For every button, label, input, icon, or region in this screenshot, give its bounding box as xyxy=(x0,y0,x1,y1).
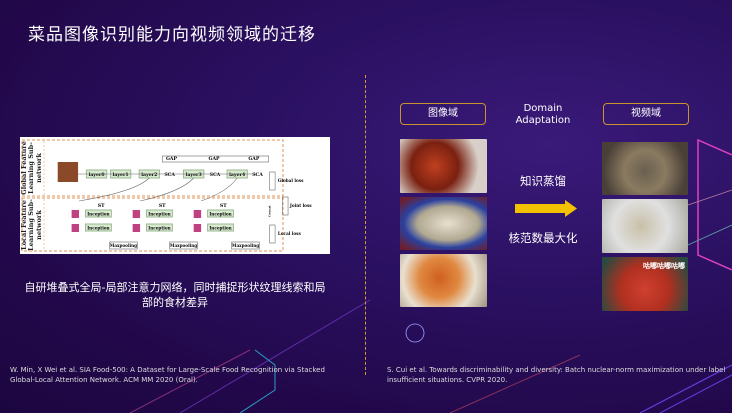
citation-right: S. Cui et al. Towards discriminability a… xyxy=(387,366,726,384)
maxpooling-label: Maxpooling xyxy=(110,244,137,249)
image-shrimp xyxy=(400,254,487,307)
layer3-label: layer3 xyxy=(186,172,203,178)
inception-label: Inception xyxy=(87,226,110,231)
layer0-label: layer0 xyxy=(89,172,106,178)
sca-label: SCA xyxy=(210,172,221,178)
st-label: ST xyxy=(159,203,166,209)
domain-adaptation-label: Domain Adaptation xyxy=(515,103,571,126)
gap-label: GAP xyxy=(166,156,177,162)
gap-label: GAP xyxy=(248,156,259,162)
inception-label: Inception xyxy=(209,226,232,231)
slide-title: 菜品图像识别能力向视频领域的迁移 xyxy=(28,25,316,45)
layer4-label: layer4 xyxy=(229,172,246,178)
st-label: ST xyxy=(98,203,105,209)
layer1-label: layer1 xyxy=(113,172,129,178)
video-domain-label: 视频域 xyxy=(603,103,689,125)
joint-loss-label: Joint loss xyxy=(289,204,312,209)
global-loss-label: Global loss xyxy=(278,179,304,184)
st-label: ST xyxy=(220,203,227,209)
citation-left: W. Min, X Wei et al. SIA Food-500: A Dat… xyxy=(10,366,325,384)
gap-label: GAP xyxy=(209,156,220,162)
video-overlay-text: 咕嘟咕嘟咕嘟 xyxy=(643,262,685,270)
video-frame-crayfish: 咕嘟咕嘟咕嘟 xyxy=(602,257,688,311)
maxpooling-label: Maxpooling xyxy=(232,244,259,249)
local-loss-label: Local loss xyxy=(278,232,302,237)
inception-label: Inception xyxy=(148,226,171,231)
maxpooling-label: Maxpooling xyxy=(170,244,197,249)
video-frame-crabs xyxy=(602,142,688,195)
image-noodle-soup xyxy=(400,197,487,250)
network-architecture-diagram: layer0 layer1 layer2 layer3 layer4 SCA S… xyxy=(20,137,330,254)
sca-label: SCA xyxy=(164,172,175,178)
global-branch-label: Global Feature Learning Sub-network xyxy=(20,141,43,195)
image-crabs xyxy=(400,139,487,193)
inception-label: Inception xyxy=(87,212,110,217)
concat-label: Concat xyxy=(268,205,272,217)
video-frame-noodles xyxy=(602,199,688,253)
layer2-label: layer2 xyxy=(141,172,157,178)
diagram-caption: 自研堆叠式全局-局部注意力网络，同时捕捉形状纹理线索和局部的食材差异 xyxy=(24,281,326,309)
nuclear-norm-maximization-label: 核范数最大化 xyxy=(508,231,578,245)
image-domain-label: 图像域 xyxy=(400,103,486,125)
inception-label: Inception xyxy=(148,212,171,217)
arrow-right-icon xyxy=(515,200,577,217)
knowledge-distillation-label: 知识蒸馏 xyxy=(520,174,566,188)
sca-label: SCA xyxy=(252,172,263,178)
local-branch-label: Local Feature Learning Sub-network xyxy=(20,198,43,251)
dashed-divider xyxy=(365,75,366,375)
inception-label: Inception xyxy=(209,212,232,217)
